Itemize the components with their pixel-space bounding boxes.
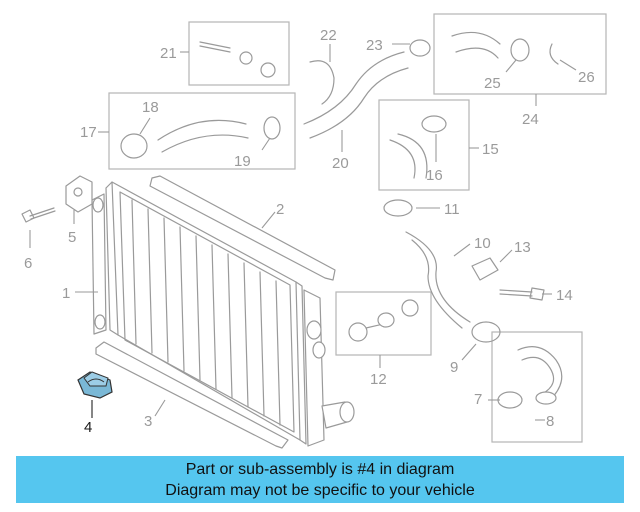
callout-17: 17: [80, 124, 97, 141]
callout-2: 2: [276, 201, 284, 218]
hose-part-7: [517, 346, 563, 405]
callout-16: 16: [426, 167, 443, 184]
callout-11: 11: [444, 201, 460, 218]
clamp-part-18: [120, 133, 148, 159]
callout-14: 14: [556, 287, 573, 304]
callout-3: 3: [144, 413, 152, 430]
callout-9: 9: [450, 359, 458, 376]
clamp-part-11: [383, 199, 413, 217]
hose-part-16: [389, 133, 428, 179]
group-box-21: [188, 21, 290, 86]
group-box-7: [491, 331, 583, 443]
callout-4: 4: [84, 419, 92, 436]
bolt-part-14: [499, 287, 545, 301]
callout-12: 12: [370, 371, 387, 388]
banner-line-2: Diagram may not be specific to your vehi…: [165, 482, 475, 499]
clip-part-26: [549, 43, 559, 65]
info-banner: Part or sub-assembly is #4 in diagram Di…: [16, 456, 624, 503]
callout-8: 8: [546, 413, 554, 430]
pipe-part-20: [303, 51, 409, 139]
group-box-24: [433, 13, 607, 95]
bolt-set-part-12: [348, 299, 419, 342]
bolt-set-part-21: [199, 41, 276, 78]
bolt-part-6: [21, 207, 56, 223]
group-box-17: [108, 92, 296, 170]
air-guide-part-3: [95, 341, 289, 449]
mount-part-4: [77, 371, 113, 399]
group-box-15: [378, 99, 470, 191]
clamp-part-9: [471, 321, 501, 343]
callout-23: 23: [366, 37, 383, 54]
hose-part-25: [451, 31, 501, 59]
bracket-part-5: [65, 175, 93, 213]
sensor-part-13: [471, 257, 499, 281]
callout-19: 19: [234, 153, 251, 170]
intercooler-part-1: [91, 181, 355, 447]
banner-line-1: Part or sub-assembly is #4 in diagram: [185, 461, 455, 478]
callout-22: 22: [320, 27, 337, 44]
callout-20: 20: [332, 155, 349, 172]
callout-5: 5: [68, 229, 76, 246]
hose-part-19: [157, 119, 249, 153]
clamp-part-8: [497, 391, 523, 409]
callout-7: 7: [474, 391, 482, 408]
callout-10: 10: [474, 235, 491, 252]
callout-24: 24: [522, 111, 539, 128]
group-box-12: [335, 291, 432, 356]
callout-18: 18: [142, 99, 159, 116]
callout-13: 13: [514, 239, 531, 256]
clamp-part-23: [409, 39, 431, 57]
callout-21: 21: [160, 45, 177, 62]
hose-part-10: [405, 231, 471, 329]
air-guide-part-2: [149, 175, 336, 281]
leader-lines: [29, 43, 577, 421]
callout-25: 25: [484, 75, 501, 92]
clip-part-22: [309, 60, 335, 105]
callout-6: 6: [24, 255, 32, 272]
callout-1: 1: [62, 285, 70, 302]
callout-26: 26: [578, 69, 595, 86]
callout-15: 15: [482, 141, 499, 158]
